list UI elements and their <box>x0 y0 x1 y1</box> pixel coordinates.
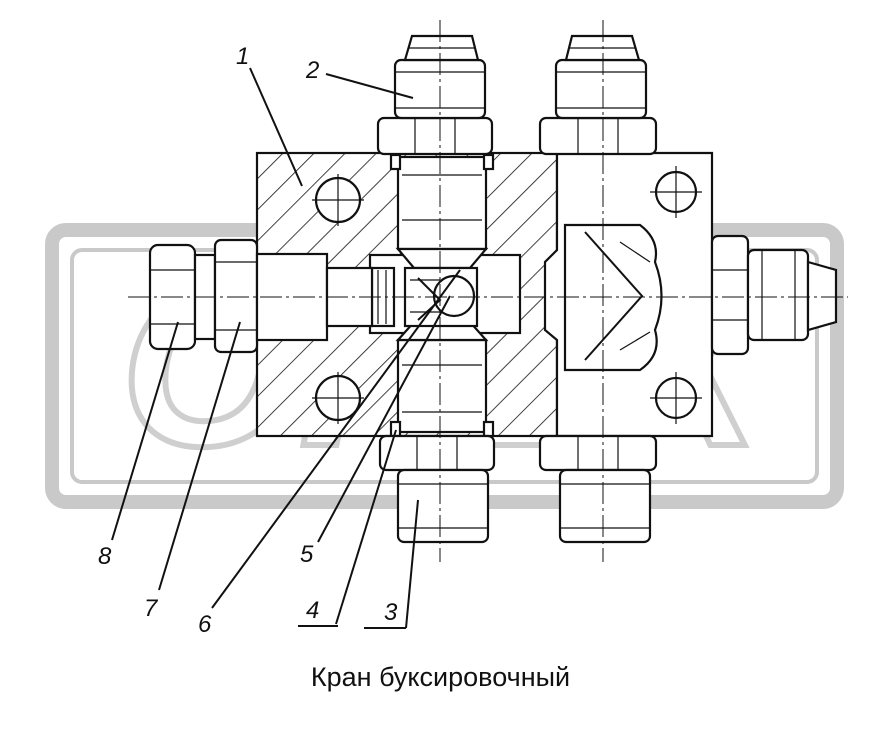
callout-6: 6 <box>198 611 212 638</box>
top-fitting-right <box>538 34 658 156</box>
callout-8: 8 <box>98 543 112 570</box>
valve-body-right <box>543 151 714 438</box>
callout-2: 2 <box>305 57 319 84</box>
callout-4: 4 <box>306 597 319 624</box>
top-fitting-left <box>376 34 494 156</box>
callout-3: 3 <box>384 599 398 626</box>
center-axes <box>128 20 848 562</box>
figure-caption: Кран буксировочный <box>310 662 571 692</box>
bottom-fitting-right <box>538 434 658 544</box>
callout-1: 1 <box>236 43 249 70</box>
callout-labels: 1 2 3 4 5 6 7 8 <box>98 43 398 638</box>
callout-5: 5 <box>300 541 314 568</box>
bottom-fitting-left <box>378 434 496 544</box>
right-fitting <box>710 234 838 356</box>
leader-lines <box>111 67 461 629</box>
callout-7: 7 <box>144 595 159 622</box>
